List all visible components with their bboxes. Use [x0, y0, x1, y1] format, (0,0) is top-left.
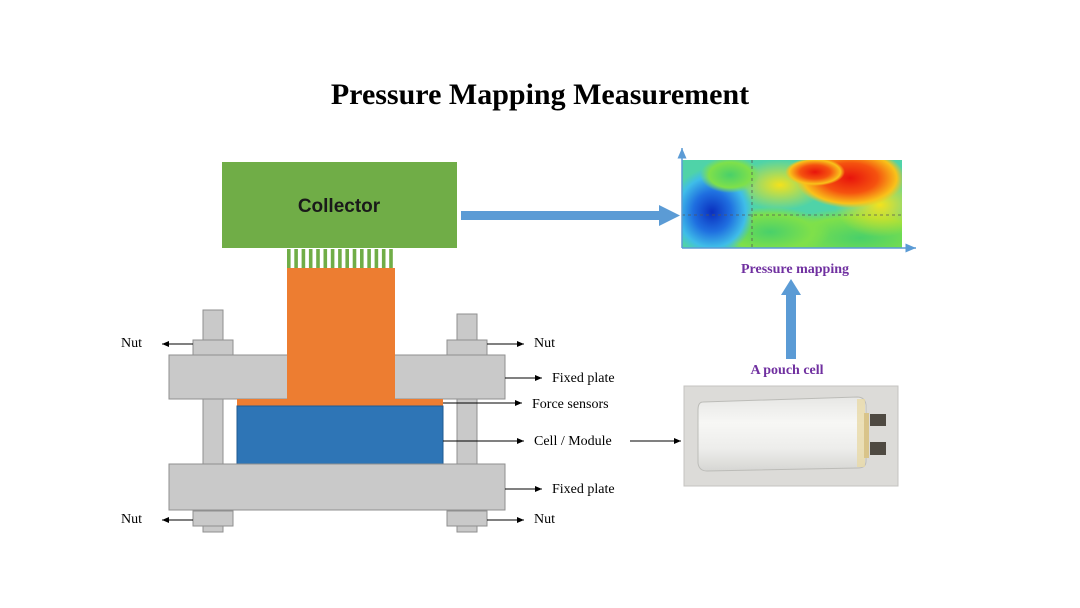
- sensor-lead: [381, 249, 386, 268]
- sensor-lead: [360, 249, 364, 268]
- force-sensor-column: [287, 268, 395, 399]
- fixed-plate-bottom: [168, 463, 506, 511]
- callout-cell-module: Cell / Module: [534, 434, 612, 449]
- sensor-lead: [316, 249, 320, 268]
- pressure-mapping-caption: Pressure mapping: [741, 262, 849, 277]
- callout-force-sensors: Force sensors: [532, 397, 609, 412]
- callout-nut-top-left: Nut: [121, 336, 142, 351]
- sensor-lead: [352, 249, 357, 268]
- collector-label: Collector: [298, 196, 381, 217]
- sensor-lead: [323, 249, 328, 268]
- sensor-lead: [338, 249, 342, 268]
- sensor-lead: [294, 249, 298, 268]
- sensor-lead: [287, 249, 291, 268]
- sensor-lead: [345, 249, 349, 268]
- nut-bottom-right: [446, 510, 488, 527]
- sensor-lead: [301, 249, 306, 268]
- cell-module: [236, 405, 444, 465]
- pouch-cell-photo: [683, 385, 899, 487]
- collector-box: [222, 162, 457, 248]
- callout-fixed-plate-top: Fixed plate: [552, 371, 615, 386]
- callout-nut-top-right: Nut: [534, 336, 555, 351]
- sensor-lead: [374, 249, 379, 268]
- sensor-lead: [367, 249, 371, 268]
- callout-nut-bottom-right: Nut: [534, 512, 555, 527]
- nut-top-left: [192, 339, 234, 357]
- sensor-lead: [330, 249, 335, 268]
- diagram-title: Pressure Mapping Measurement: [330, 78, 750, 111]
- pressure-heatmap: [682, 160, 902, 248]
- force-sensor-strip: [237, 399, 443, 406]
- pouch-cell-caption: A pouch cell: [750, 363, 823, 378]
- arrow-cell-to-map: [781, 279, 801, 359]
- nut-bottom-left: [192, 510, 234, 527]
- sensor-lead: [389, 249, 393, 268]
- nut-top-right: [446, 339, 488, 357]
- arrow-collector-to-map: [461, 205, 680, 226]
- sensor-leads: [287, 249, 393, 268]
- sensor-lead: [308, 249, 313, 268]
- callout-nut-bottom-left: Nut: [121, 512, 142, 527]
- callout-fixed-plate-bottom: Fixed plate: [552, 482, 615, 497]
